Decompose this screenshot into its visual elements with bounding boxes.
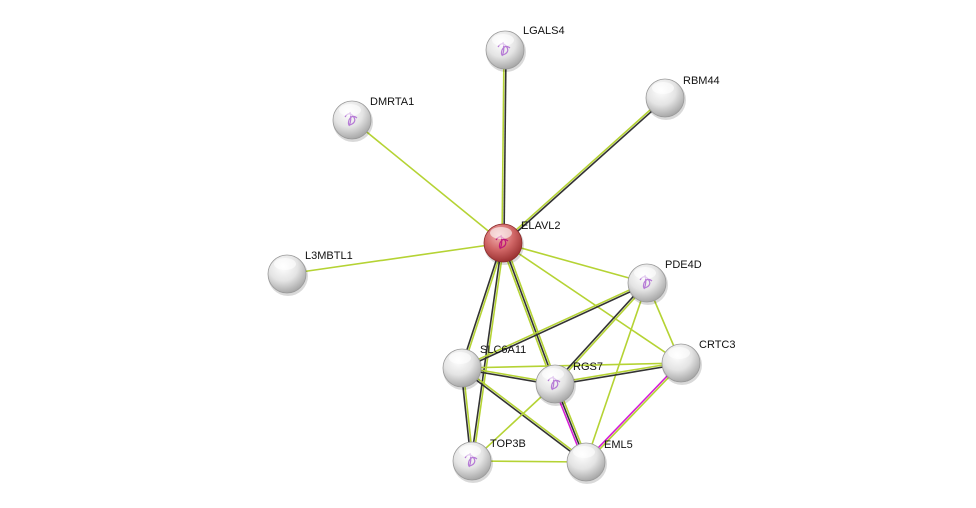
node-label: RGS7 <box>573 361 603 373</box>
node-label: CRTC3 <box>699 339 735 351</box>
edge-elavl2-slc6a11[interactable] <box>460 242 505 369</box>
node-highlight <box>668 347 690 359</box>
edge-evidence-textmining <box>500 243 554 385</box>
edge-evidence-experiments <box>584 361 681 462</box>
node-label: SLC6A11 <box>480 344 526 356</box>
edge-evidence-textmining <box>462 366 588 462</box>
edge-elavl2-rbm44[interactable] <box>501 96 667 245</box>
edge-evidence-coexpression <box>503 50 507 244</box>
edge-elavl2-l3mbtl1[interactable] <box>286 242 504 275</box>
edge-evidence-textmining <box>351 119 504 244</box>
edge-evidence-coexpression <box>555 363 682 386</box>
node-label: ELAVL2 <box>521 220 561 232</box>
edge-evidence-textmining <box>502 242 648 284</box>
edge-evidence-textmining <box>586 363 683 464</box>
edge-elavl2-rgs7[interactable] <box>500 242 558 385</box>
edge-evidence-textmining <box>472 243 505 462</box>
node-highlight <box>459 445 481 457</box>
edge-evidence-coexpression <box>470 242 503 461</box>
node-label: TOP3B <box>490 438 526 450</box>
edge-evidence-textmining <box>554 361 681 384</box>
node-label: DMRTA1 <box>370 96 414 108</box>
edge-evidence-textmining <box>502 242 682 364</box>
node-highlight <box>449 352 471 364</box>
edge-pde4d-rgs7[interactable] <box>553 281 649 386</box>
edge-evidence-coexpression <box>502 242 556 385</box>
node-rbm44[interactable]: RBM44 <box>645 75 720 120</box>
edge-evidence-textmining <box>501 96 665 243</box>
edge-evidence-textmining <box>462 243 505 369</box>
edge-crtc3-eml5[interactable] <box>584 361 683 464</box>
edge-evidence-coexpression <box>462 283 648 370</box>
node-highlight <box>339 104 361 116</box>
node-slc6a11[interactable]: SLC6A11 <box>442 344 526 390</box>
edge-evidence-coexpression <box>460 368 586 464</box>
node-dmrta1[interactable]: DMRTA1 <box>332 96 414 142</box>
edge-evidence-textmining <box>501 49 505 243</box>
edge-evidence-textmining <box>286 242 504 275</box>
node-label: LGALS4 <box>523 25 565 37</box>
edge-elavl2-crtc3[interactable] <box>502 242 682 364</box>
node-label: EML5 <box>604 439 633 451</box>
node-highlight <box>573 446 595 458</box>
edge-evidence-textmining <box>461 281 647 368</box>
node-highlight <box>634 267 656 279</box>
edge-evidence-textmining <box>555 283 649 386</box>
node-pde4d[interactable]: PDE4D <box>627 259 702 305</box>
node-eml5[interactable]: EML5 <box>566 439 633 484</box>
node-label: RBM44 <box>683 75 720 87</box>
node-highlight <box>492 34 514 46</box>
edge-slc6a11-pde4d[interactable] <box>461 281 648 370</box>
node-rgs7[interactable]: RGS7 <box>535 361 603 406</box>
edge-elavl2-top3b[interactable] <box>470 242 505 462</box>
edge-rgs7-crtc3[interactable] <box>554 361 682 386</box>
edge-elavl2-dmrta1[interactable] <box>351 119 504 244</box>
node-label: PDE4D <box>665 259 702 271</box>
node-crtc3[interactable]: CRTC3 <box>661 339 735 385</box>
node-lgals4[interactable]: LGALS4 <box>485 25 565 72</box>
node-highlight <box>490 227 512 239</box>
edge-evidence-textmining <box>504 242 558 384</box>
node-label: L3MBTL1 <box>305 250 353 262</box>
node-elavl2[interactable]: ELAVL2 <box>483 220 561 265</box>
edge-elavl2-pde4d[interactable] <box>502 242 648 284</box>
edge-elavl2-lgals4[interactable] <box>501 49 507 244</box>
node-highlight <box>542 368 564 380</box>
edge-evidence-coexpression <box>503 98 667 245</box>
node-highlight <box>652 82 674 94</box>
node-l3mbtl1[interactable]: L3MBTL1 <box>267 250 353 296</box>
edge-evidence-coexpression <box>553 281 647 384</box>
edge-evidence-coexpression <box>460 242 503 368</box>
edge-slc6a11-eml5[interactable] <box>460 366 588 464</box>
node-top3b[interactable]: TOP3B <box>452 438 526 483</box>
node-highlight <box>274 258 296 270</box>
